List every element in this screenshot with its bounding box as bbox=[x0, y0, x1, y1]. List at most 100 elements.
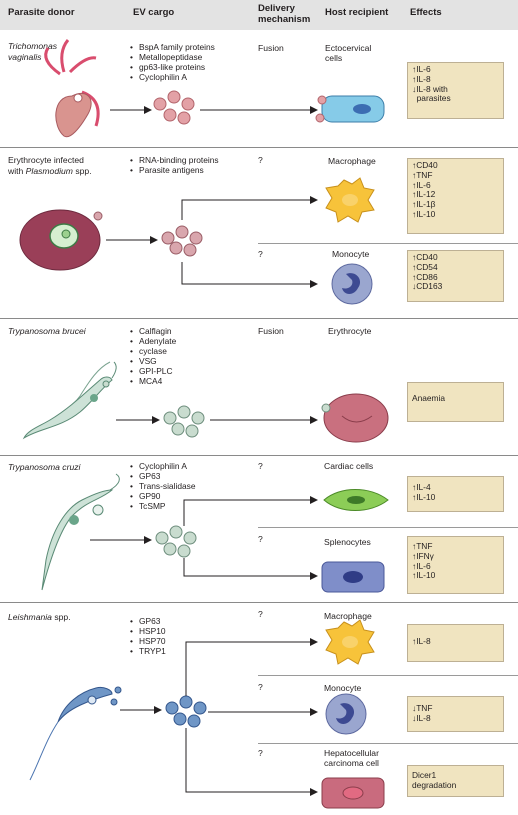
header-delivery-line2: mechanism bbox=[258, 14, 311, 25]
effect-box-plasmodium-macrophage: ↑CD40 ↑TNF ↑IL-6 ↑IL-12 ↑IL-1β ↑IL-10 bbox=[407, 158, 504, 234]
cargo-item: Parasite antigens bbox=[130, 165, 260, 175]
host-recipient-splenocytes: Splenocytes bbox=[324, 537, 371, 547]
delivery-mechanism: ? bbox=[258, 748, 263, 758]
arrow bbox=[181, 262, 318, 288]
effect-item: ↑IL-4 bbox=[412, 482, 431, 492]
ev-cluster bbox=[161, 225, 203, 257]
host-recipient-macrophage: Macrophage bbox=[324, 611, 372, 621]
cargo-item: Cyclophilin A bbox=[130, 461, 260, 471]
row-separator bbox=[0, 318, 518, 319]
arrow bbox=[183, 558, 318, 580]
effect-box-brucei: Anaemia bbox=[407, 382, 504, 422]
cargo-item: Adenylate bbox=[130, 336, 260, 346]
splenocyte-illustration bbox=[321, 561, 385, 593]
cargo-item: Calflagin bbox=[130, 326, 260, 336]
effect-item: ↑IL-1β bbox=[412, 199, 436, 210]
monocyte-illustration bbox=[331, 263, 373, 305]
cargo-item: GPI-PLC bbox=[130, 366, 260, 376]
hepatocellular-cell-illustration bbox=[321, 777, 385, 809]
sub-row-separator bbox=[258, 527, 518, 528]
effect-item: degradation bbox=[412, 779, 457, 790]
ev-cluster bbox=[163, 405, 205, 438]
effect-item: Anaemia bbox=[412, 393, 446, 403]
delivery-mechanism: ? bbox=[258, 682, 263, 692]
sub-row-separator bbox=[258, 243, 518, 244]
delivery-mechanism: ? bbox=[258, 534, 263, 544]
cargo-item: gp63-like proteins bbox=[130, 62, 260, 72]
delivery-mechanism: ? bbox=[258, 461, 263, 471]
ev-cluster bbox=[165, 695, 207, 728]
donor-trypanosoma-brucei: Trypanosoma brucei bbox=[8, 326, 128, 337]
host-recipient-hepatocellular: Hepatocellular carcinoma cell bbox=[324, 748, 379, 768]
cargo-item: GP90 bbox=[130, 491, 260, 501]
delivery-mechanism: ? bbox=[258, 155, 263, 165]
row-separator bbox=[0, 147, 518, 148]
arrow bbox=[185, 728, 318, 796]
effect-box-leishmania-macrophage: ↑IL-8 bbox=[407, 624, 504, 662]
header-parasite-donor: Parasite donor bbox=[8, 7, 75, 18]
effect-item: ↑IL-10 bbox=[412, 491, 436, 502]
effect-box-cruzi-splenocytes: ↑TNF ↑IFNγ ↑IL-6 ↑IL-10 bbox=[407, 536, 504, 594]
header-delivery-line1: Delivery bbox=[258, 3, 295, 14]
effect-box-leishmania-hepatocellular: Dicer1 degradation bbox=[407, 765, 504, 797]
sub-row-separator bbox=[258, 675, 518, 676]
effect-box-leishmania-monocyte: ↓TNF ↓IL-8 bbox=[407, 696, 504, 732]
cargo-item: RNA-binding proteins bbox=[130, 155, 260, 165]
effect-box-plasmodium-monocyte: ↑CD40 ↑CD54 ↑CD86 ↓CD163 bbox=[407, 250, 504, 302]
effect-item: ↑IL-10 bbox=[412, 570, 436, 581]
cargo-item: Cyclophilin A bbox=[130, 72, 260, 82]
trichomonas-illustration bbox=[44, 39, 100, 138]
host-line2: cells bbox=[325, 53, 343, 63]
effect-item: ↑CD86 bbox=[412, 271, 438, 282]
donor-name-line2: vaginalis bbox=[8, 52, 42, 62]
cargo-item: Trans-sialidase bbox=[130, 481, 260, 491]
donor-name-suffix: spp. bbox=[51, 612, 71, 622]
header-ev-cargo: EV cargo bbox=[133, 7, 175, 18]
host-recipient-monocyte: Monocyte bbox=[332, 249, 370, 259]
donor-name: Trypanosoma cruzi bbox=[8, 462, 81, 472]
donor-name-line1: Trichomonas bbox=[8, 41, 58, 51]
host-recipient-cardiac: Cardiac cells bbox=[324, 461, 374, 471]
effect-item: ↑CD54 bbox=[412, 261, 438, 272]
effect-item: ↑CD40 bbox=[412, 160, 438, 170]
cargo-item: HSP70 bbox=[130, 636, 260, 646]
infected-erythrocyte-illustration bbox=[19, 209, 103, 271]
effect-item: ↑IL-12 bbox=[412, 189, 436, 200]
cargo-item: GP63 bbox=[130, 471, 260, 481]
cargo-list-trichomonas: BspA family proteins Metallopeptidase gp… bbox=[130, 42, 260, 82]
effect-item: ↑TNF bbox=[412, 541, 433, 551]
effect-item: ↑IL-6 bbox=[412, 560, 431, 571]
macrophage-illustration bbox=[325, 177, 375, 223]
header-host-recipient: Host recipient bbox=[325, 7, 389, 18]
host-line2: carcinoma cell bbox=[324, 758, 379, 768]
cargo-item: cyclase bbox=[130, 346, 260, 356]
delivery-mechanism: ? bbox=[258, 249, 263, 259]
donor-name-line1: Erythrocyte infected bbox=[8, 155, 84, 165]
ev-cluster bbox=[153, 90, 195, 125]
host-line1: Hepatocellular bbox=[324, 748, 379, 758]
effect-item: ↑IL-8 bbox=[412, 636, 431, 646]
cargo-item: GP63 bbox=[130, 616, 260, 626]
delivery-mechanism: Fusion bbox=[258, 326, 284, 336]
cargo-list-leishmania: GP63 HSP10 HSP70 TRYP1 bbox=[130, 616, 260, 656]
effect-item: ↑IFNγ bbox=[412, 550, 434, 561]
macrophage-illustration bbox=[325, 619, 375, 665]
row-separator bbox=[0, 455, 518, 456]
effect-item: parasites bbox=[412, 93, 451, 104]
monocyte-illustration bbox=[325, 693, 367, 735]
donor-genus: Plasmodium bbox=[25, 166, 73, 176]
row-separator bbox=[0, 602, 518, 603]
host-recipient-macrophage: Macrophage bbox=[328, 156, 376, 166]
trypanosoma-cruzi-illustration bbox=[41, 473, 120, 591]
effect-item: ↓IL-8 with bbox=[412, 83, 448, 94]
effect-item: ↑CD40 bbox=[412, 252, 438, 262]
delivery-mechanism: Fusion bbox=[258, 43, 284, 53]
donor-name: Trypanosoma brucei bbox=[8, 326, 86, 336]
cargo-item: HSP10 bbox=[130, 626, 260, 636]
host-recipient-ectocervical: Ectocervical cells bbox=[325, 43, 371, 63]
donor-plasmodium: Erythrocyte infected with Plasmodium spp… bbox=[8, 155, 128, 177]
header-effects: Effects bbox=[410, 7, 442, 18]
cargo-list-brucei: Calflagin Adenylate cyclase VSG GPI-PLC … bbox=[130, 326, 260, 386]
arrow bbox=[183, 496, 318, 526]
